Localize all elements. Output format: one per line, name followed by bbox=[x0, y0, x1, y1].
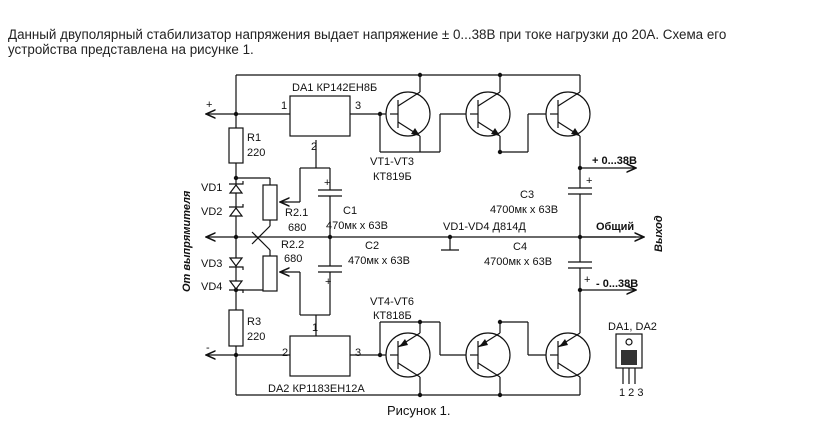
vt4-vt6-label: VT4-VT6 bbox=[370, 296, 414, 308]
r2-1-potentiometer bbox=[262, 184, 278, 221]
vd2-zener bbox=[228, 204, 244, 217]
vd2-label: VD2 bbox=[201, 206, 222, 218]
vt2-transistor bbox=[465, 91, 511, 137]
vt1-transistor bbox=[385, 91, 431, 137]
r2-2-label: R2.2 bbox=[281, 239, 304, 251]
c4-label: C4 bbox=[513, 241, 527, 253]
output-label: Выход bbox=[653, 215, 665, 252]
c4-value: 4700мк х 63В bbox=[484, 256, 552, 268]
svg-text:+: + bbox=[325, 276, 331, 288]
r3-value: 220 bbox=[247, 331, 265, 343]
da2-pin3: 3 bbox=[355, 347, 361, 359]
da1-regulator bbox=[289, 95, 351, 137]
pot-wiring bbox=[251, 140, 317, 336]
da2-pin2: 2 bbox=[282, 347, 288, 359]
vt4-vt6-type: КТ818Б bbox=[373, 310, 412, 322]
package-pins: 1 2 3 bbox=[619, 387, 643, 399]
da2-label: DA2 КР1183ЕН12А bbox=[268, 383, 365, 395]
vt5-transistor bbox=[465, 332, 511, 378]
da1-pin2: 2 bbox=[311, 141, 317, 153]
c3-value: 4700мк х 63В bbox=[490, 204, 558, 216]
vd4-label: VD4 bbox=[201, 281, 222, 293]
da1-pin3: 3 bbox=[355, 100, 361, 112]
r2-2-value: 680 bbox=[284, 253, 302, 265]
output-minus-label: - 0...38В bbox=[596, 278, 638, 290]
svg-text:+: + bbox=[324, 177, 330, 189]
r3-resistor bbox=[228, 309, 244, 347]
r2-1-value: 680 bbox=[288, 222, 306, 234]
r1-value: 220 bbox=[247, 147, 265, 159]
vt1-vt3-type: КТ819Б bbox=[373, 171, 412, 183]
vt4-transistor bbox=[385, 332, 431, 378]
svg-text:+: + bbox=[584, 274, 590, 286]
da1-pin1: 1 bbox=[281, 100, 287, 112]
c1-value: 470мк х 63В bbox=[326, 220, 388, 232]
top-bank-wiring bbox=[235, 72, 583, 171]
c2-label: C2 bbox=[365, 240, 379, 252]
r1-label: R1 bbox=[247, 132, 261, 144]
vt3-transistor bbox=[545, 91, 591, 137]
vd1-zener bbox=[228, 181, 244, 194]
da2-regulator bbox=[289, 335, 351, 377]
da1-label: DA1 КР142ЕН8Б bbox=[292, 82, 377, 94]
vt6-transistor bbox=[545, 332, 591, 378]
intro-line-1: Данный двуполярный стабилизатор напряжен… bbox=[8, 27, 727, 42]
input-minus-sign: - bbox=[206, 342, 210, 354]
bottom-bank-wiring bbox=[235, 290, 581, 398]
r1-resistor bbox=[228, 127, 244, 164]
vd3-label: VD3 bbox=[201, 258, 222, 270]
r2-2-potentiometer bbox=[262, 255, 278, 292]
c1-label: C1 bbox=[343, 205, 357, 217]
vd1-vd4-label: VD1-VD4 Д814Д bbox=[443, 221, 526, 233]
vd1-label: VD1 bbox=[201, 182, 222, 194]
vd3-zener bbox=[228, 257, 244, 270]
c1-capacitor: + bbox=[316, 167, 342, 237]
c2-capacitor: + bbox=[316, 237, 342, 316]
output-minus-rail: + bbox=[568, 237, 636, 290]
output-plus-label: + 0...38В bbox=[592, 155, 637, 167]
figure-caption: Рисунок 1. bbox=[387, 403, 450, 418]
from-rectifier-label: От выпрямителя bbox=[181, 190, 193, 292]
svg-text:+: + bbox=[586, 175, 592, 187]
intro-line-2: устройства представлена на рисунке 1. bbox=[8, 42, 254, 57]
package-label: DA1, DA2 bbox=[608, 321, 657, 333]
vt1-vt3-label: VT1-VT3 bbox=[370, 156, 414, 168]
input-plus-sign: + bbox=[206, 99, 212, 111]
intro-text: Данный двуполярный стабилизатор напряжен… bbox=[8, 27, 840, 57]
regulator-package bbox=[615, 333, 643, 384]
c3-label: C3 bbox=[520, 189, 534, 201]
vd4-zener bbox=[228, 280, 244, 293]
da2-pin1: 1 bbox=[312, 322, 318, 334]
c2-value: 470мк х 63В bbox=[348, 255, 410, 267]
r2-1-label: R2.1 bbox=[285, 207, 308, 219]
r3-label: R3 bbox=[247, 316, 261, 328]
common-label: Общий bbox=[596, 221, 634, 233]
output-plus-rail: + bbox=[568, 168, 636, 237]
